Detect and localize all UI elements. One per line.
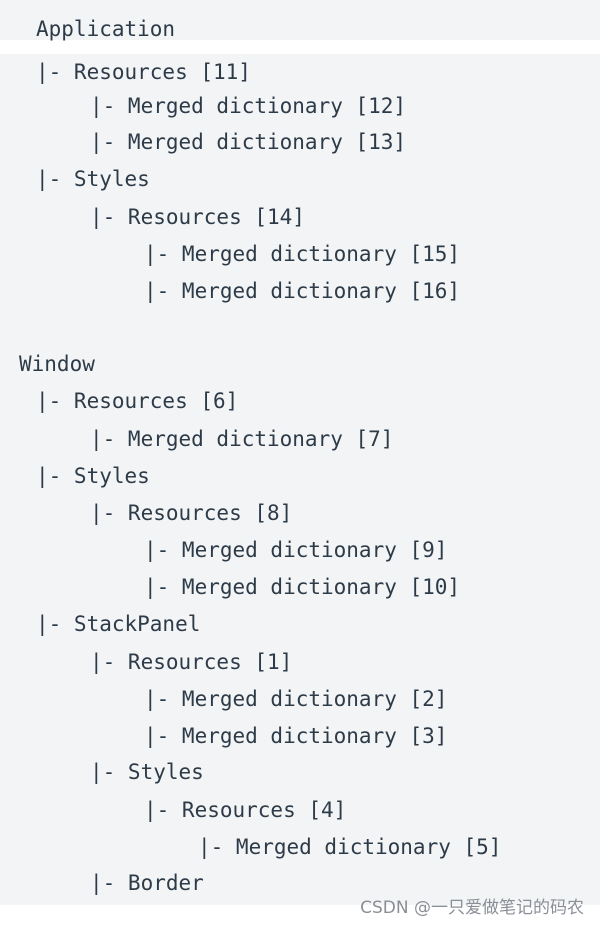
tree-line: |- StackPanel [36,612,201,636]
tree-line: |- Styles [36,167,150,191]
tree-line: |- Resources [11] [36,60,251,84]
tree-line: |- Merged dictionary [12] [90,94,407,118]
tree-line: |- Merged dictionary [9] [144,538,448,562]
csdn-watermark: CSDN @一只爱做笔记的码农 [360,898,584,918]
tree-line: |- Merged dictionary [2] [144,687,448,711]
code-block-top [0,0,600,40]
tree-line: |- Merged dictionary [10] [144,575,461,599]
tree-line: |- Resources [14] [90,205,305,229]
tree-line: |- Merged dictionary [15] [144,242,461,266]
tree-line: |- Merged dictionary [13] [90,130,407,154]
tree-line: |- Merged dictionary [5] [198,835,502,859]
tree-line: |- Styles [36,464,150,488]
tree-line: |- Resources [1] [90,650,293,674]
tree-line: |- Resources [6] [36,389,239,413]
tree-line: |- Border [90,871,204,895]
code-block-main [0,54,600,905]
tree-line: |- Merged dictionary [7] [90,427,394,451]
application-title: Application [36,17,176,41]
tree-line: |- Resources [8] [90,501,293,525]
tree-line: |- Styles [90,760,204,784]
tree-line: |- Merged dictionary [16] [144,279,461,303]
window-title: Window [19,352,95,376]
tree-line: |- Merged dictionary [3] [144,724,448,748]
tree-line: |- Resources [4] [144,798,347,822]
